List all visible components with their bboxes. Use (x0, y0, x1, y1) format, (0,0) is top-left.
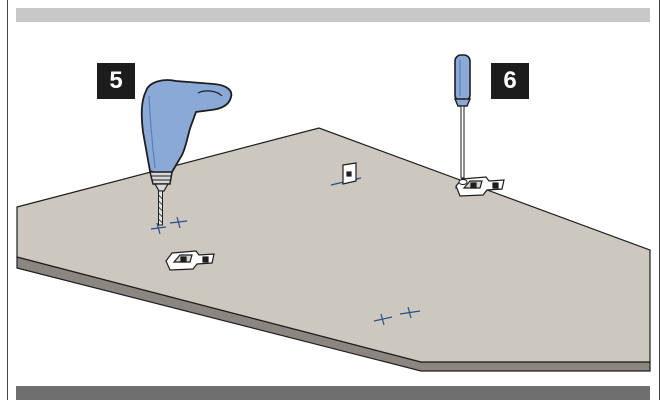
bottom-gray-band (16, 386, 650, 400)
center-clip (342, 162, 357, 185)
panel-top-surface (16, 127, 651, 363)
cross-mark-1 (150, 222, 167, 235)
step-number-5: 5 (97, 63, 135, 99)
panel-board (16, 127, 651, 372)
cross-mark-3 (373, 313, 393, 326)
drill-icon (140, 79, 233, 226)
left-border-line (7, 0, 8, 400)
top-gray-band (16, 8, 650, 22)
screwdriver-icon (453, 54, 472, 185)
cross-mark-2 (169, 216, 188, 229)
step-number-6: 6 (491, 63, 529, 99)
cross-mark-4 (399, 306, 421, 319)
mounting-bracket-left (165, 250, 215, 271)
mounting-bracket-right (455, 176, 505, 197)
